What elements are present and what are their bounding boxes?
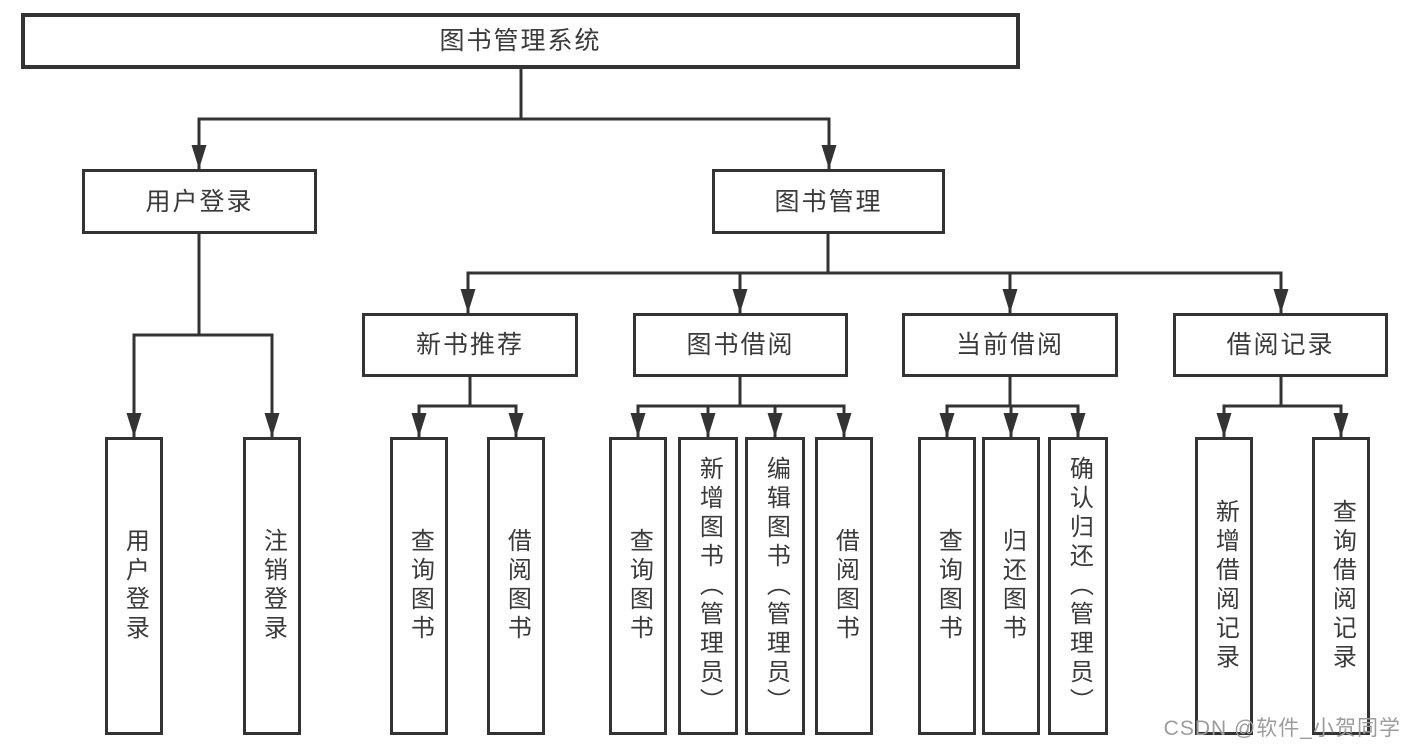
node-label-add-borrow-record: 新增借阅记录 bbox=[1211, 499, 1239, 673]
node-book-management: 图书管理 bbox=[712, 169, 945, 234]
node-label-user-login: 用户登录 bbox=[145, 187, 254, 216]
node-label-confirm-return-admin: 确认归还（管理员） bbox=[1065, 455, 1093, 717]
node-leaf-add-borrow-record: 新增借阅记录 bbox=[1195, 437, 1253, 735]
node-leaf-user-login: 用户登录 bbox=[105, 437, 163, 735]
node-leaf-query-books-borrowing: 查询图书 bbox=[609, 437, 667, 735]
node-leaf-query-books-recommend: 查询图书 bbox=[390, 437, 448, 735]
node-label-leaf-logout: 注销登录 bbox=[259, 528, 287, 644]
node-label-book-borrowing: 图书借阅 bbox=[686, 331, 795, 359]
node-leaf-borrow-books-recommend: 借阅图书 bbox=[487, 437, 545, 735]
node-book-borrowing: 图书借阅 bbox=[633, 313, 848, 377]
node-borrowing-records: 借阅记录 bbox=[1173, 313, 1388, 377]
node-new-book-recommend: 新书推荐 bbox=[362, 313, 578, 377]
node-label-borrow-books: 借阅图书 bbox=[831, 528, 859, 644]
node-user-login: 用户登录 bbox=[82, 169, 317, 234]
node-label-borrowing-records: 借阅记录 bbox=[1226, 331, 1335, 359]
node-label-current-borrowing: 当前借阅 bbox=[955, 331, 1064, 359]
tree-arrow-lines bbox=[126, 119, 1349, 437]
node-label-edit-books-admin: 编辑图书（管理员） bbox=[762, 455, 790, 717]
node-label-add-books-admin: 新增图书（管理员） bbox=[695, 455, 723, 717]
node-leaf-confirm-return-admin: 确认归还（管理员） bbox=[1048, 437, 1108, 735]
node-leaf-return-books: 归还图书 bbox=[982, 437, 1040, 735]
node-leaf-logout: 注销登录 bbox=[243, 437, 301, 735]
node-label-return-books: 归还图书 bbox=[998, 528, 1026, 644]
node-current-borrowing: 当前借阅 bbox=[902, 313, 1118, 377]
node-label-query-books-current: 查询图书 bbox=[934, 528, 962, 644]
node-leaf-query-borrow-record: 查询借阅记录 bbox=[1312, 437, 1370, 735]
node-label-leaf-user-login: 用户登录 bbox=[121, 528, 149, 644]
node-leaf-add-books-admin: 新增图书（管理员） bbox=[678, 437, 738, 735]
node-leaf-borrow-books: 借阅图书 bbox=[815, 437, 873, 735]
node-library-management-system: 图书管理系统 bbox=[21, 13, 1020, 69]
node-label-query-borrow-record: 查询借阅记录 bbox=[1328, 499, 1356, 673]
node-label-borrow-books-recommend: 借阅图书 bbox=[503, 528, 531, 644]
node-label-library-management-system: 图书管理系统 bbox=[439, 27, 602, 55]
node-leaf-edit-books-admin: 编辑图书（管理员） bbox=[745, 437, 805, 735]
node-label-query-books-borrowing: 查询图书 bbox=[625, 528, 653, 644]
node-label-book-management: 图书管理 bbox=[774, 187, 883, 216]
node-leaf-query-books-current: 查询图书 bbox=[918, 437, 976, 735]
node-label-new-book-recommend: 新书推荐 bbox=[415, 331, 524, 359]
csdn-watermark: CSDN @软件_小贺同学 bbox=[1163, 717, 1401, 740]
node-label-query-books-recommend: 查询图书 bbox=[406, 528, 434, 644]
